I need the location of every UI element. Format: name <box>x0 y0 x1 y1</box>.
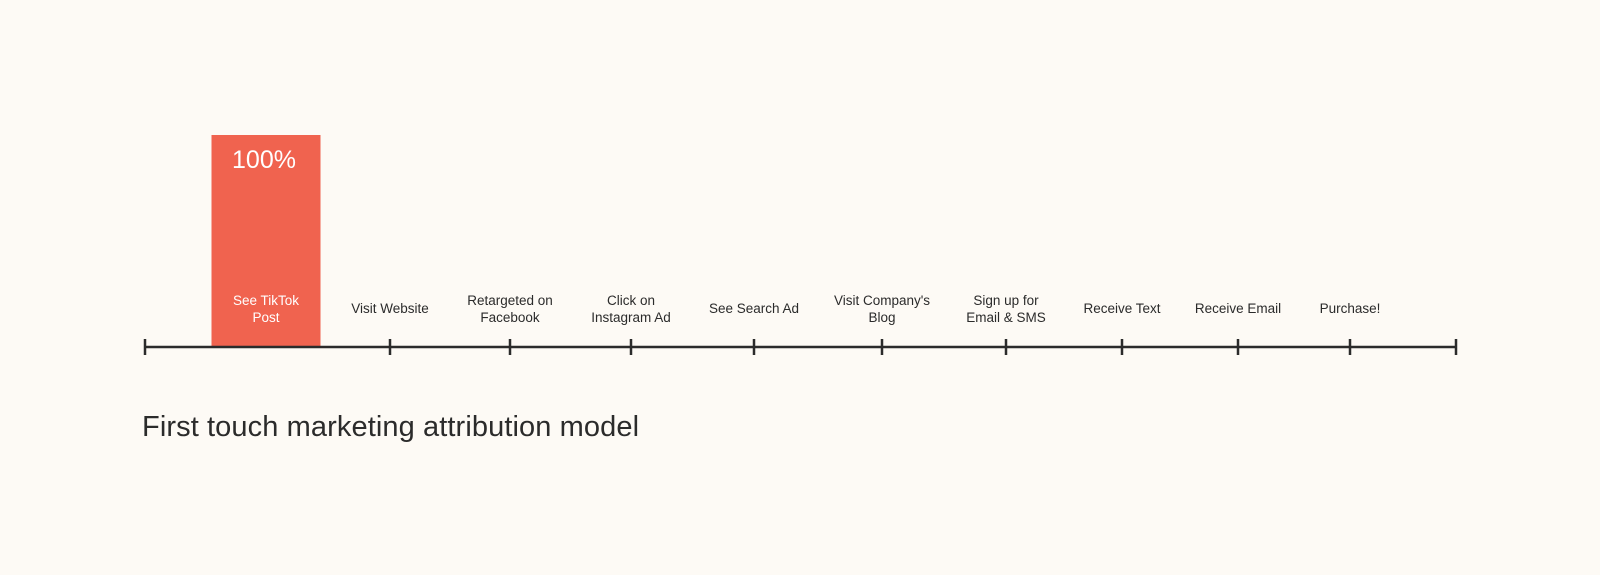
timeline-axis <box>143 339 1458 355</box>
bars-layer: 100% <box>211 135 321 347</box>
category-label-4: See Search Ad <box>709 301 799 316</box>
bar-0 <box>211 135 321 347</box>
category-label-8: Receive Email <box>1195 301 1281 316</box>
chart-title: First touch marketing attribution model <box>142 411 640 443</box>
category-label-7: Receive Text <box>1083 301 1160 316</box>
category-label-1: Visit Website <box>351 301 429 316</box>
data-label-0: 100% <box>232 146 296 174</box>
category-label-9: Purchase! <box>1320 301 1381 316</box>
